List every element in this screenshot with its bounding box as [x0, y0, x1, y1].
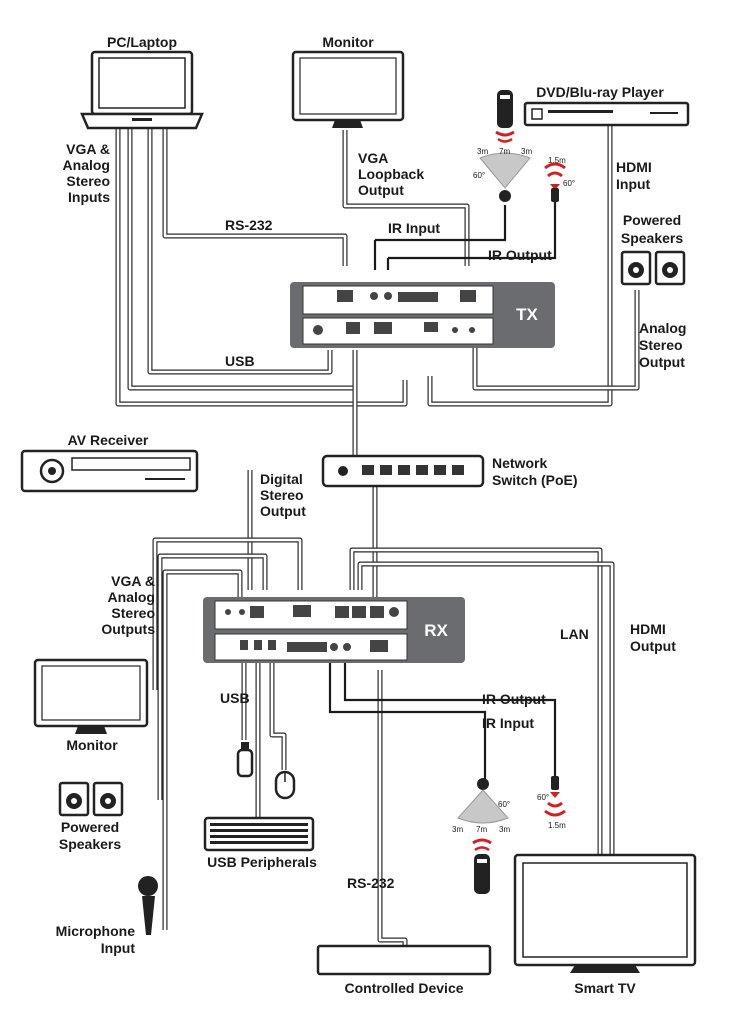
tx-unit: TX — [290, 282, 555, 348]
ir-input-top: IR Input — [388, 220, 440, 236]
analog-out-3: Output — [639, 354, 685, 370]
controlled-device: Controlled Device — [316, 944, 492, 996]
connection-labels: VGA & Analog Stereo Inputs VGA Loopback … — [63, 141, 687, 891]
vga-loopback-3: Output — [358, 182, 404, 198]
ir-top-left: 3m — [477, 147, 488, 156]
usb-flash-drive — [236, 742, 254, 778]
ir-emitter-bottom-dist: 1.5m — [548, 821, 566, 830]
analog-out-2: Stereo — [639, 337, 683, 353]
ir-top-angle: 60° — [473, 171, 485, 180]
microphone-label-2: Input — [101, 940, 136, 956]
monitor-bottom-label: Monitor — [66, 737, 118, 753]
controlled-device-label: Controlled Device — [344, 980, 463, 996]
vga-inputs-4: Inputs — [68, 189, 110, 205]
digital-out-1: Digital — [260, 471, 303, 487]
vga-outputs-4: Outputs — [101, 621, 155, 637]
hdmi-output-1: HDMI — [630, 621, 666, 637]
ir-bottom-mid: 7m — [476, 825, 487, 834]
dvd-label: DVD/Blu-ray Player — [536, 84, 664, 100]
smart-tv-label: Smart TV — [574, 980, 636, 996]
rs232-top: RS-232 — [225, 217, 273, 233]
vga-inputs-3: Stereo — [66, 173, 110, 189]
rx-label: RX — [424, 621, 448, 640]
vga-loopback-2: Loopback — [358, 166, 424, 182]
speakers-bottom-label-1: Powered — [61, 819, 119, 835]
vga-inputs-2: Analog — [63, 157, 110, 173]
vga-inputs-1: VGA & — [66, 141, 110, 157]
hdmi-input-1: HDMI — [616, 159, 652, 175]
ir-input-bottom: IR Input — [482, 715, 534, 731]
lan-label: LAN — [560, 626, 589, 642]
dvd-player: DVD/Blu-ray Player — [523, 84, 690, 127]
switch-label-1: Network — [492, 455, 547, 471]
av-receiver-label: AV Receiver — [68, 432, 149, 448]
ir-bottom-right: 3m — [499, 825, 510, 834]
cables — [115, 125, 640, 946]
ir-emitter-top: 1.5m 60° — [544, 156, 575, 202]
hdmi-output-2: Output — [630, 638, 676, 654]
hdmi-input-2: Input — [616, 176, 651, 192]
ir-top-mid: 7m — [499, 147, 510, 156]
mouse — [274, 770, 296, 800]
speakers-top-label-1: Powered — [623, 212, 681, 228]
ir-remote-bottom: 3m 7m 3m 60° — [452, 778, 510, 894]
digital-out-3: Output — [260, 503, 306, 519]
pc-laptop: PC/Laptop — [80, 34, 204, 130]
pc-label: PC/Laptop — [107, 34, 177, 50]
smart-tv: Smart TV — [513, 853, 697, 996]
keyboard: USB Peripherals — [203, 816, 317, 870]
ir-bottom-angle: 60° — [498, 800, 510, 809]
powered-speakers-bottom: Powered Speakers — [58, 781, 124, 852]
vga-outputs-3: Stereo — [111, 605, 155, 621]
switch-label-2: Switch (PoE) — [492, 472, 578, 488]
microphone: Microphone Input — [56, 876, 158, 956]
ir-output-top: IR Output — [488, 247, 552, 263]
usb-bottom: USB — [220, 690, 250, 706]
ir-remote-top: 3m 7m 3m 60° — [473, 90, 532, 202]
tx-label: TX — [516, 305, 538, 324]
speakers-top-label-2: Speakers — [621, 230, 683, 246]
usb-peripherals-label: USB Peripherals — [207, 854, 317, 870]
ir-emitter-bottom: 60° 1.5m — [537, 776, 566, 830]
ir-bottom-left: 3m — [452, 825, 463, 834]
powered-speakers-top: Powered Speakers — [620, 212, 686, 286]
ir-emitter-top-dist: 1.5m — [548, 156, 566, 165]
monitor-bottom: Monitor — [33, 658, 149, 753]
monitor-top-label: Monitor — [322, 34, 374, 50]
ir-emitter-bottom-angle: 60° — [537, 793, 549, 802]
monitor-top: Monitor — [291, 34, 405, 128]
vga-outputs-2: Analog — [108, 589, 155, 605]
network-switch: Network Switch (PoE) — [321, 454, 578, 488]
av-receiver: AV Receiver — [20, 432, 199, 493]
analog-out-1: Analog — [639, 320, 686, 336]
vga-outputs-1: VGA & — [111, 573, 155, 589]
ir-output-bottom: IR Output — [482, 691, 546, 707]
rx-unit: RX — [203, 597, 465, 663]
speakers-bottom-label-2: Speakers — [59, 836, 121, 852]
rs232-bottom: RS-232 — [347, 875, 395, 891]
digital-out-2: Stereo — [260, 487, 304, 503]
usb-top: USB — [225, 353, 255, 369]
ir-emitter-top-angle: 60° — [563, 179, 575, 188]
microphone-label-1: Microphone — [56, 923, 136, 939]
ir-top-right: 3m — [521, 147, 532, 156]
vga-loopback-1: VGA — [358, 150, 388, 166]
